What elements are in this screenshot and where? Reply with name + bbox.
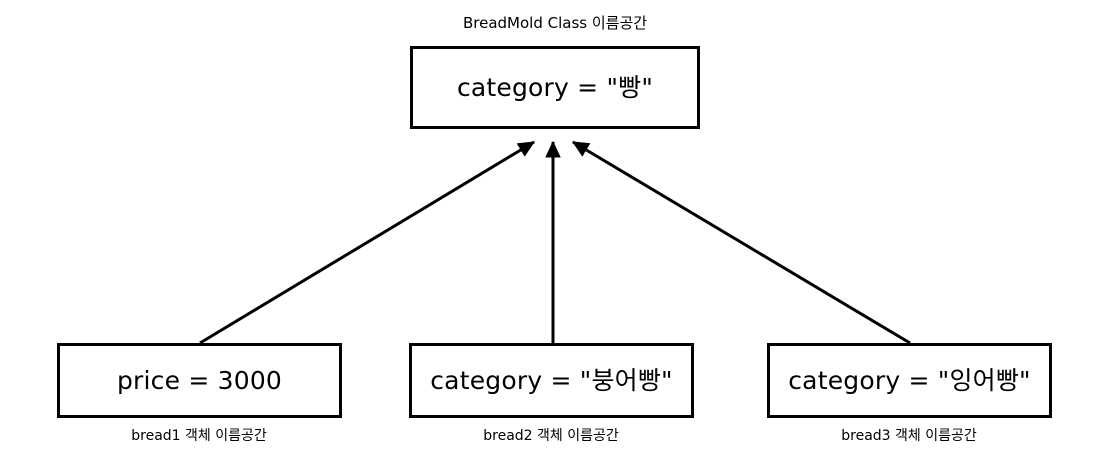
object-namespace-caption-bread1: bread1 객체 이름공간 [131, 428, 267, 444]
class-attribute-text: category = "빵" [456, 72, 654, 102]
object-namespace-box-bread3: category = "잉어빵" [767, 343, 1052, 418]
object-namespace-box-bread2: category = "붕어빵" [409, 343, 694, 418]
object-attribute-text-bread1: price = 3000 [116, 365, 283, 395]
object-namespace-caption-bread2: bread2 객체 이름공간 [483, 428, 619, 444]
connector-bread1-to-class [199, 140, 536, 345]
object-namespace-caption-bread3: bread3 객체 이름공간 [841, 428, 977, 444]
connector-bread3-to-class [571, 140, 911, 345]
object-attribute-text-bread3: category = "잉어빵" [788, 365, 1031, 395]
class-namespace-title: BreadMold Class 이름공간 [462, 14, 648, 32]
object-attribute-text-bread2: category = "붕어빵" [430, 365, 673, 395]
object-namespace-box-bread1: price = 3000 [57, 343, 342, 418]
class-namespace-box: category = "빵" [410, 46, 700, 129]
